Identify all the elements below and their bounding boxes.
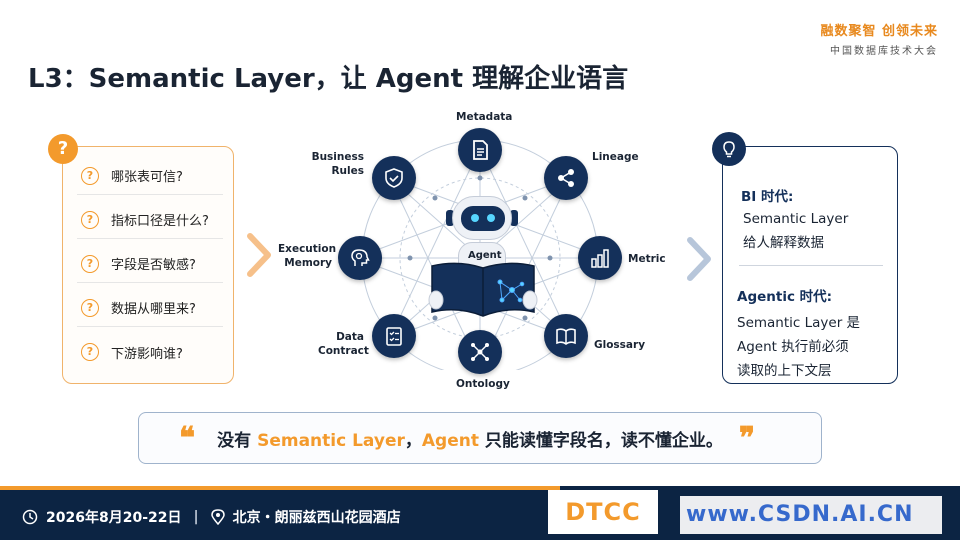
shield-check-icon: [385, 168, 403, 188]
molecule-icon: [471, 343, 489, 361]
quote-highlight: Semantic Layer: [257, 430, 405, 451]
slide-title: L3：Semantic Layer，让 Agent 理解企业语言: [28, 64, 629, 94]
data-contract-label-line1: Data: [336, 331, 364, 343]
close-quote-icon: ❞: [738, 420, 756, 456]
business-rules-node: [372, 156, 416, 200]
question-item: ? 指标口径是什么?: [77, 201, 223, 239]
bi-era-line: Semantic Layer: [743, 211, 849, 227]
quote-highlight: Agent: [421, 430, 479, 451]
ontology-node: [458, 330, 502, 374]
divider: [739, 265, 883, 266]
robot-ear: [510, 210, 518, 226]
agentic-era-heading: Agentic 时代:: [737, 289, 833, 305]
execution-memory-label: Execution Memory: [278, 242, 337, 270]
question-text: 数据从哪里来?: [111, 302, 196, 317]
metric-node: [578, 236, 622, 280]
question-icon: ?: [81, 343, 99, 361]
robot-ear: [446, 210, 454, 226]
data-contract-node: [372, 314, 416, 358]
bi-era-heading: BI 时代:: [741, 189, 794, 205]
robot-face: [461, 206, 505, 231]
agent-label: Agent: [468, 250, 502, 261]
question-text: 字段是否敏感?: [111, 258, 196, 273]
glossary-node: [544, 314, 588, 358]
quote-text: 没有 Semantic Layer，Agent 只能读懂字段名，读不懂企业。: [217, 426, 723, 451]
quote-part: 没有: [217, 430, 258, 451]
execution-memory-label-line1: Execution: [278, 243, 337, 255]
event-date: 2026年8月20-22日: [46, 510, 182, 526]
share-nodes-icon: [558, 169, 574, 187]
business-rules-label: Business Rules: [310, 150, 364, 178]
metric-label: Metric: [628, 253, 666, 265]
question-icon: ?: [81, 210, 99, 229]
lightbulb-icon: [712, 132, 746, 166]
agentic-era-line: 读取的上下文层: [737, 363, 832, 379]
question-icon: ?: [81, 298, 99, 317]
clock-icon: [22, 509, 38, 525]
question-item: ? 数据从哪里来?: [77, 289, 223, 327]
checklist-icon: [386, 327, 402, 346]
agentic-era-block: Agentic 时代: Semantic Layer 是 Agent 执行前必须…: [737, 285, 860, 379]
data-contract-label: Data Contract: [318, 330, 369, 358]
lineage-node: [544, 156, 588, 200]
footer-accent: [0, 486, 560, 490]
question-text: 指标口径是什么?: [111, 214, 209, 229]
quote-part: ，: [404, 430, 422, 451]
glossary-label: Glossary: [594, 339, 646, 351]
metadata-label: Metadata: [456, 111, 513, 123]
business-rules-label-line2: Rules: [331, 165, 364, 177]
brain-head-icon: [351, 249, 370, 266]
chevron-right-icon: [247, 233, 271, 277]
brand-block: 融数聚智 创领未来 中国数据库技术大会: [820, 20, 938, 57]
open-book-icon: [556, 328, 576, 345]
questions-panel: ? 哪张表可信? ? 指标口径是什么? ? 字段是否敏感? ? 数据从哪里来? …: [62, 146, 234, 384]
document-icon: [473, 140, 488, 160]
chevron-right-icon: [687, 237, 711, 281]
event-info: 2026年8月20-22日 | 北京・朗丽兹西山花园酒店: [22, 507, 401, 527]
execution-memory-label-line2: Memory: [284, 257, 332, 269]
metadata-node: [458, 128, 502, 172]
dtcc-logo: DTCC: [548, 490, 658, 534]
question-text: 下游影响谁?: [111, 346, 183, 362]
location-pin-icon: [210, 509, 225, 525]
question-item: ? 哪张表可信?: [77, 157, 223, 195]
agentic-era-line: Semantic Layer 是: [737, 315, 861, 331]
business-rules-label-line1: Business: [311, 151, 364, 163]
quote-part: 只能读懂字段名，读不懂企业。: [478, 430, 723, 451]
insights-panel: BI 时代: Semantic Layer 给人解释数据 Agentic 时代:…: [722, 146, 898, 384]
brand-subtitle: 中国数据库技术大会: [830, 46, 938, 57]
bar-chart-icon: [591, 249, 609, 268]
open-quote-icon: ❝: [179, 420, 196, 456]
question-item: ? 下游影响谁?: [77, 333, 223, 371]
open-book-icon: [428, 262, 538, 317]
lineage-label: Lineage: [592, 151, 639, 163]
data-contract-label-line2: Contract: [318, 345, 369, 357]
event-location: 北京・朗丽兹西山花园酒店: [232, 510, 401, 526]
question-icon: ?: [81, 254, 99, 273]
key-quote: ❝ 没有 Semantic Layer，Agent 只能读懂字段名，读不懂企业。…: [138, 412, 822, 464]
watermark: www.CSDN.AI.CN: [680, 496, 942, 534]
bi-era-line: 给人解释数据: [743, 235, 824, 251]
robot-eye: [471, 214, 479, 222]
ontology-label: Ontology: [456, 378, 510, 390]
agentic-era-line: Agent 执行前必须: [737, 339, 849, 355]
footer-separator: |: [193, 509, 199, 525]
question-badge-icon: ?: [48, 134, 78, 164]
question-item: ? 字段是否敏感?: [77, 245, 223, 283]
question-icon: ?: [81, 166, 99, 185]
agent-robot: Agent: [428, 196, 538, 320]
robot-head: [452, 196, 512, 240]
bi-era-block: BI 时代: Semantic Layer 给人解释数据: [741, 185, 848, 251]
execution-memory-node: [338, 236, 382, 280]
brand-slogan: 融数聚智 创领未来: [820, 24, 938, 39]
question-text: 哪张表可信?: [111, 170, 183, 185]
robot-eye: [487, 214, 495, 222]
